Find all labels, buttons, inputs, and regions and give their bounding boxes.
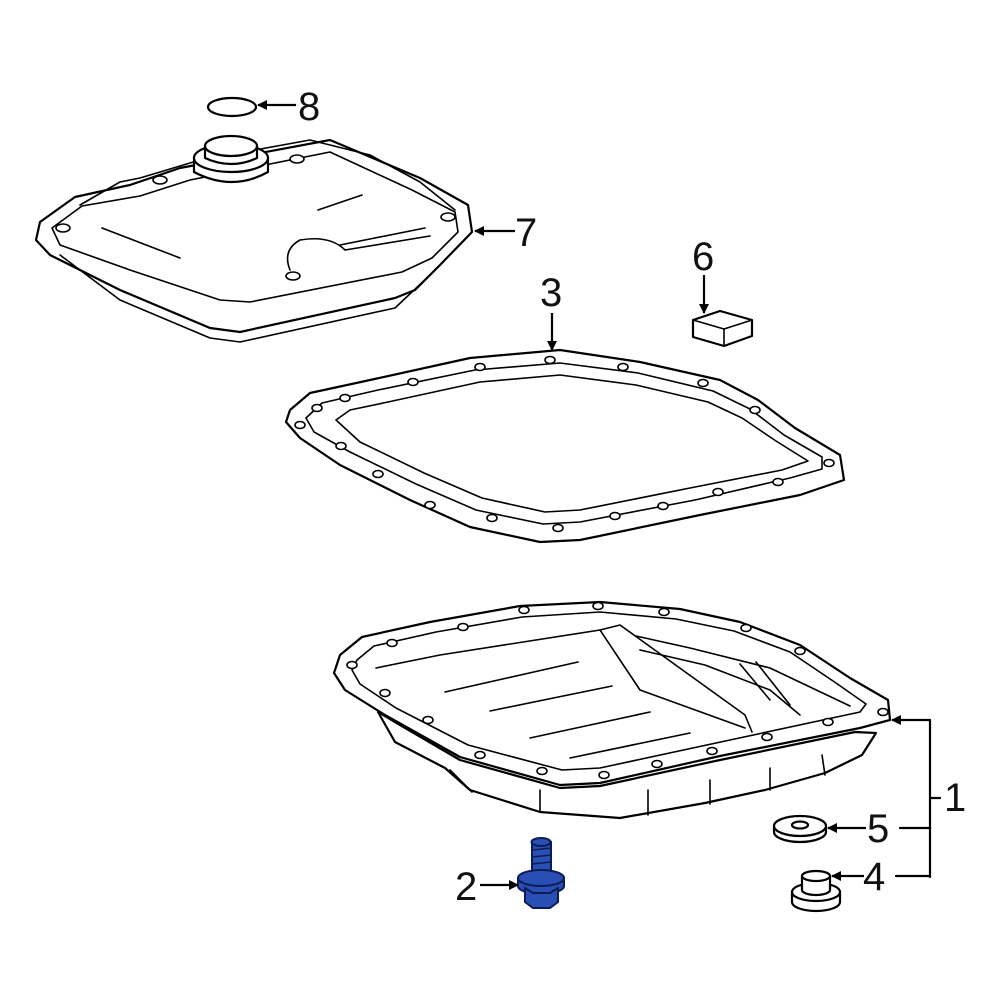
bolt-part-2[interactable]: 2 [455,837,565,909]
callout-7: 7 [515,211,537,255]
callout-8: 8 [298,85,320,129]
o-ring-part-8[interactable]: 8 [206,85,320,129]
magnet-part-6[interactable]: 6 [691,235,754,348]
pan-holes [346,601,889,780]
callout-3: 3 [540,271,562,315]
callout-4: 4 [863,855,885,899]
callout-1: 1 [944,776,966,820]
filter-part-7[interactable]: 7 [34,134,537,343]
gasket-holes [294,355,835,533]
callout-5: 5 [867,807,889,851]
callout-6: 6 [692,235,714,279]
washer-part-5[interactable]: 5 [772,807,932,851]
callout-2: 2 [455,865,477,909]
gasket-part-3[interactable]: 3 [284,271,846,544]
oil-pan-part-1[interactable]: 1 [332,600,966,879]
drain-plug-part-4[interactable]: 4 [790,855,932,913]
